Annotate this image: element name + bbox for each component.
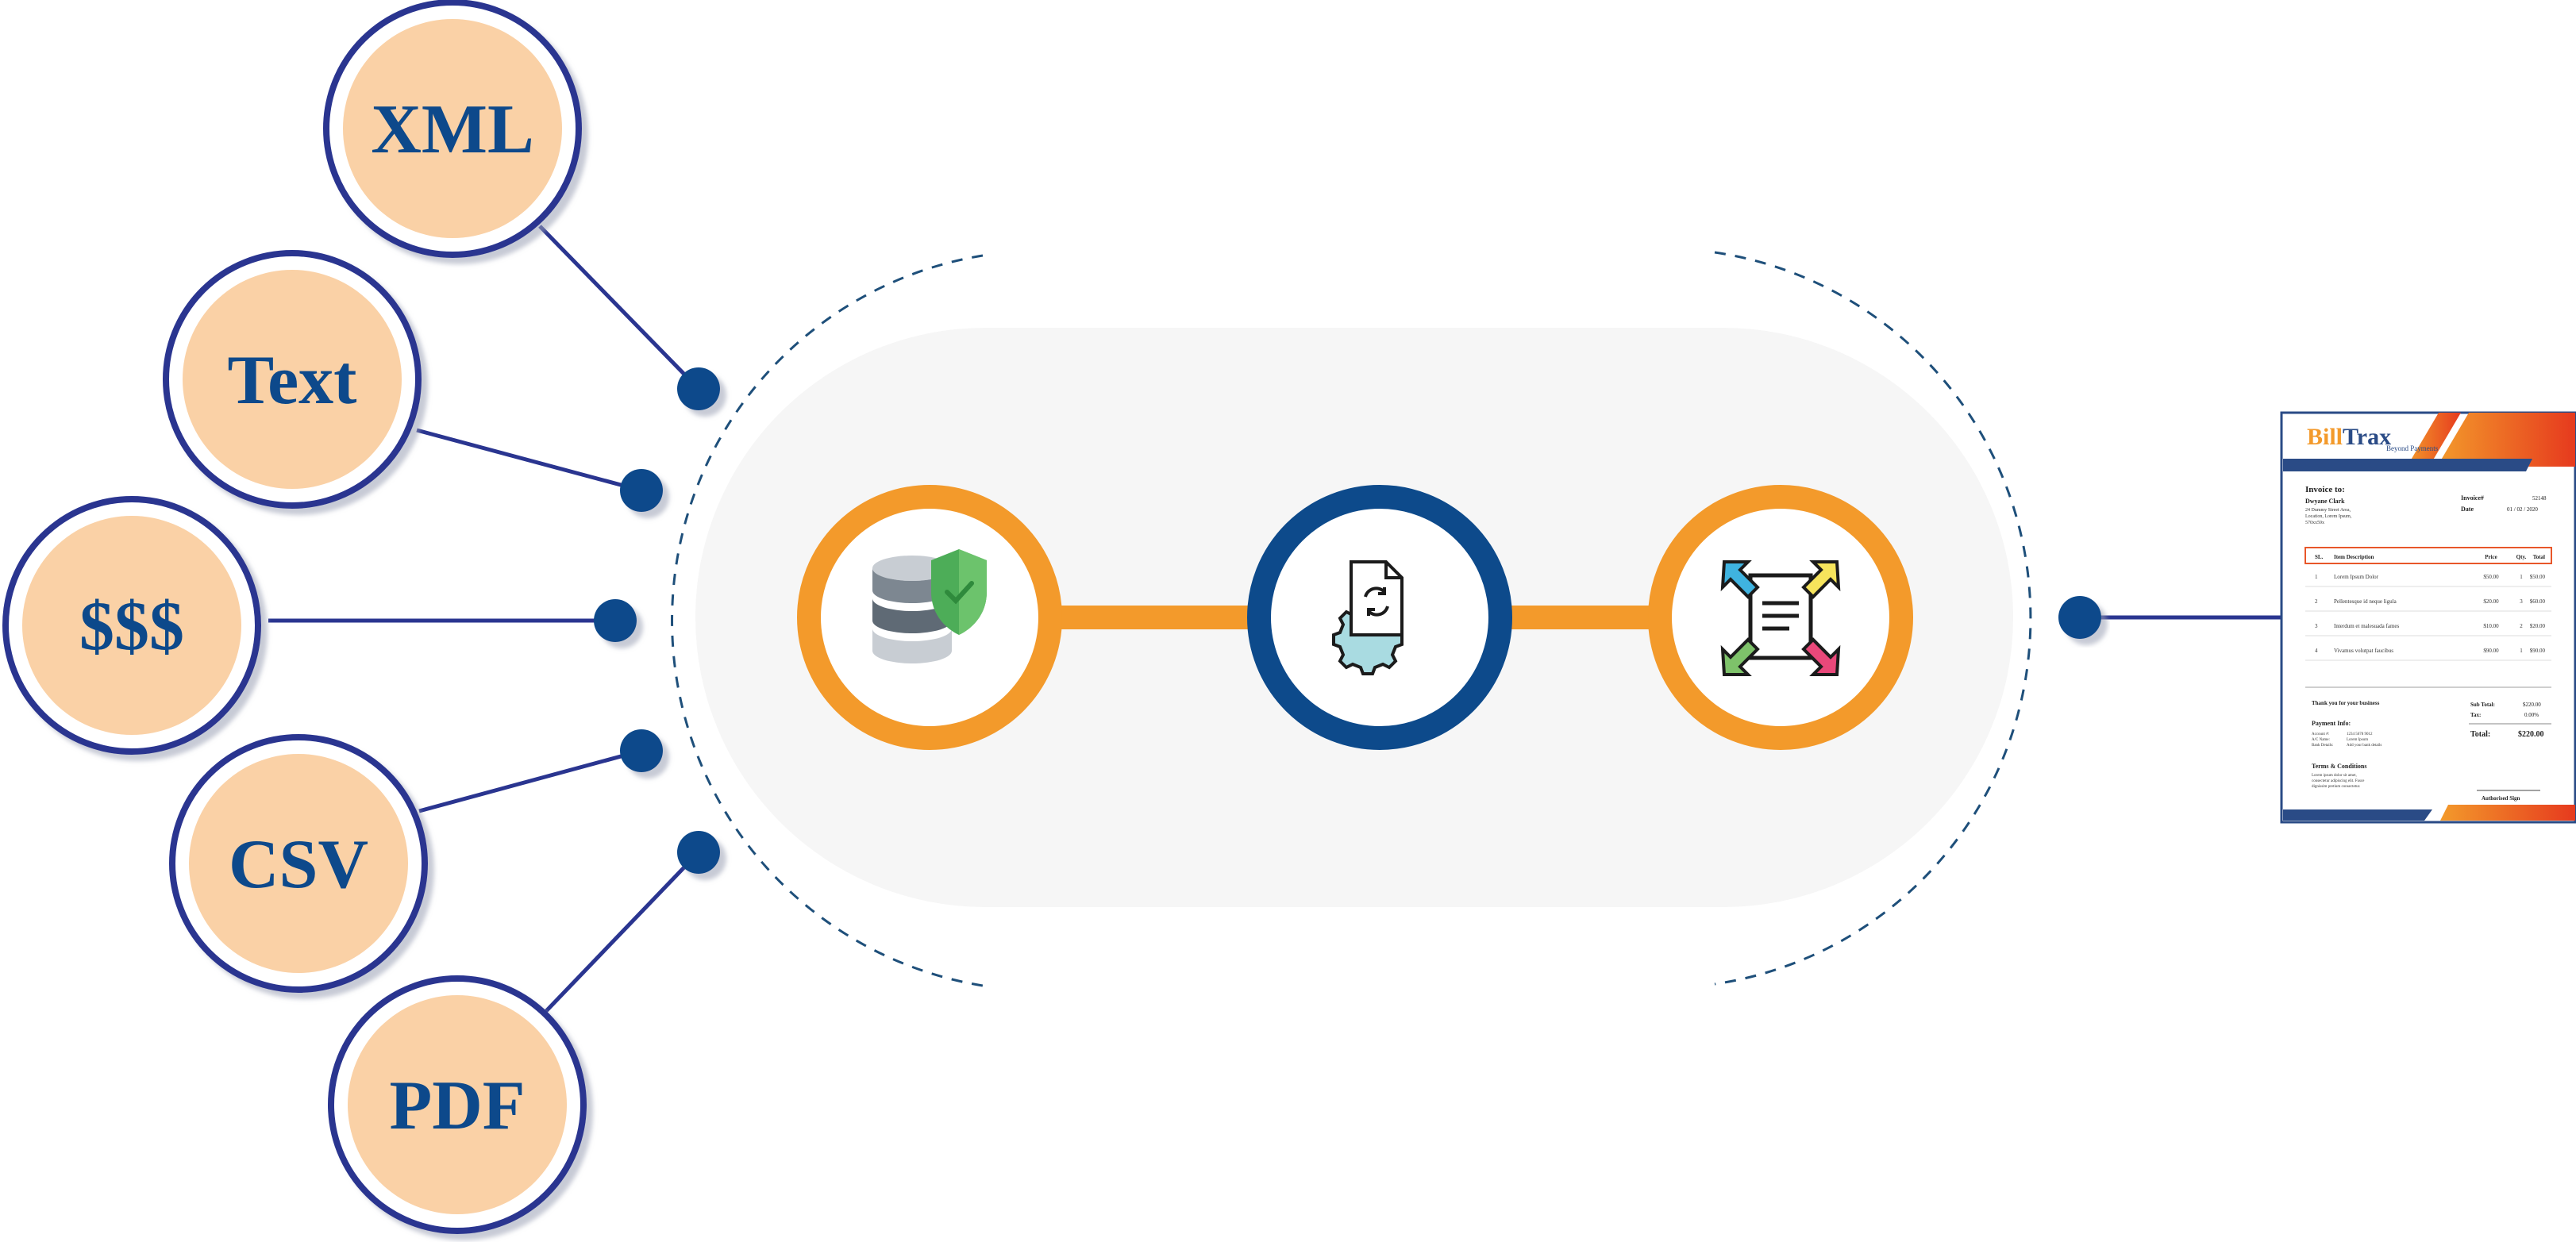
left-dashed-arc: [671, 254, 984, 987]
invoice-cell: Pellentesque id neque ligula: [2334, 598, 2397, 605]
pipeline-step-transform: [1247, 485, 1512, 750]
pipeline-bar-right: [1500, 606, 1659, 629]
pipeline-step-expand: [1648, 485, 1913, 750]
invoice-total-label: Total:: [2470, 730, 2490, 739]
format-bubble-text: Text: [163, 250, 422, 509]
node-dot-text: [620, 469, 663, 512]
invoice-pay-label-2: A/C Name:: [2312, 738, 2330, 742]
invoice-cell: 1: [2315, 574, 2318, 580]
invoice-cell: $20.00: [2530, 623, 2546, 629]
invoice-brand: BillTrax: [2307, 424, 2391, 450]
invoice-cell: 2: [2315, 598, 2318, 605]
invoice-terms-line-2: consectetur adipiscing elit. Fusce: [2312, 779, 2365, 783]
format-bubble-money: $$$: [2, 496, 261, 755]
invoice-column-header: Item Description: [2334, 554, 2374, 560]
invoice-column-header: SL.: [2315, 554, 2324, 560]
invoice-column-header: Price: [2485, 554, 2497, 560]
left-node-dots: [594, 367, 720, 874]
invoice-payment-info: Payment Info:: [2312, 720, 2351, 727]
invoice-thanks: Thank you for your business: [2312, 700, 2380, 706]
invoice-subtotal: $220.00: [2523, 702, 2541, 708]
invoice-date: 01 / 02 / 2020: [2507, 506, 2538, 513]
format-bubble-xml: XML: [323, 0, 582, 258]
node-dot-pdf: [677, 831, 720, 874]
document-expand-icon: [1720, 560, 1841, 676]
invoice-tax-label: Tax:: [2470, 712, 2481, 718]
format-label: Text: [228, 342, 357, 419]
invoice-cell: $20.00: [2483, 598, 2499, 605]
invoice-client-name: Dwyane Clark: [2305, 498, 2345, 505]
document-sync-gear-icon: [1332, 560, 1404, 675]
invoice-pay-label-1: Account #:: [2312, 733, 2329, 736]
node-dot-xml: [677, 367, 720, 410]
invoice-pay-value-2: Lorem Ipsum: [2347, 738, 2368, 742]
invoice-cell: Interdum et malesuada fames: [2334, 623, 2399, 629]
node-dot-csv: [620, 729, 663, 772]
invoice-terms-line-3: dignissim pretium consectetur.: [2312, 785, 2360, 789]
connector-csv: [418, 748, 642, 813]
invoice-pay-label-3: Bank Details:: [2312, 744, 2333, 748]
invoice-cell: $90.00: [2530, 648, 2546, 654]
connector-text: [416, 428, 642, 493]
invoice-cell: Vivamus volutpat faucibus: [2334, 648, 2393, 654]
invoice-client-city: Location, Lorem Ipsum,: [2305, 514, 2352, 519]
invoice-terms: Terms & Conditions: [2312, 763, 2367, 770]
invoice-cell: 1: [2520, 574, 2523, 580]
invoice-column-header: Qty.: [2516, 554, 2527, 560]
database-shield-icon: [872, 549, 987, 663]
invoice-cell: 3: [2315, 623, 2318, 629]
invoice-cell: $50.00: [2530, 574, 2546, 580]
invoice-to-label: Invoice to:: [2305, 485, 2345, 494]
invoice-number: 52148: [2532, 495, 2547, 502]
invoice-cell: $90.00: [2483, 648, 2499, 654]
format-connectors: [268, 225, 700, 1013]
invoice-cell: $50.00: [2483, 574, 2499, 580]
pipeline-bar-left: [1056, 606, 1264, 629]
node-dot-invoice: [2058, 596, 2101, 639]
invoice-cell: Lorem Ipsum Dolor: [2334, 574, 2379, 580]
invoice-cell: 4: [2315, 648, 2318, 654]
invoice-column-header: Total: [2533, 554, 2545, 560]
format-label: $$$: [79, 588, 184, 665]
invoice-tax: 0.00%: [2524, 712, 2539, 718]
format-bubble-pdf: PDF: [328, 975, 587, 1234]
format-bubble-csv: CSV: [169, 734, 428, 993]
invoice-pay-value-3: Add your bank details: [2347, 744, 2382, 748]
invoice-cell: 1: [2520, 648, 2523, 654]
format-label: XML: [371, 91, 533, 168]
invoice-cell: 3: [2520, 598, 2523, 605]
pipeline-step-database: [797, 485, 1062, 750]
invoice-date-label: Date: [2461, 506, 2474, 513]
invoice-number-label: Invoice#: [2461, 494, 2484, 502]
invoice-total: $220.00: [2518, 730, 2544, 739]
invoice-subtotal-label: Sub Total:: [2470, 702, 2495, 708]
invoice-table-header: [2305, 547, 2552, 564]
invoice-cell: 2: [2520, 623, 2523, 629]
node-dot-money: [594, 599, 637, 642]
invoice-terms-line-1: Lorem ipsum dolor sit amet,: [2312, 774, 2357, 778]
connector-xml: [538, 225, 700, 390]
invoice-pay-value-1: 1234 5678 9012: [2347, 733, 2373, 736]
invoice-cell: $10.00: [2483, 623, 2499, 629]
format-label: PDF: [389, 1067, 525, 1144]
connector-pdf: [545, 851, 700, 1013]
invoice-cell: $60.00: [2530, 598, 2546, 605]
format-label: CSV: [229, 826, 368, 903]
right-dashed-arc: [1714, 251, 2032, 986]
invoice-signature: Authorised Sign: [2482, 795, 2520, 802]
invoice-tagline: Beyond Payments: [2386, 444, 2439, 452]
invoice-client-address: 24 Dummy Street Area,: [2305, 508, 2351, 513]
invoice-document: BillTrax Beyond Payments Invoice to: Dwy…: [2280, 411, 2576, 824]
invoice-client-zip: 570xx59x: [2305, 521, 2324, 525]
